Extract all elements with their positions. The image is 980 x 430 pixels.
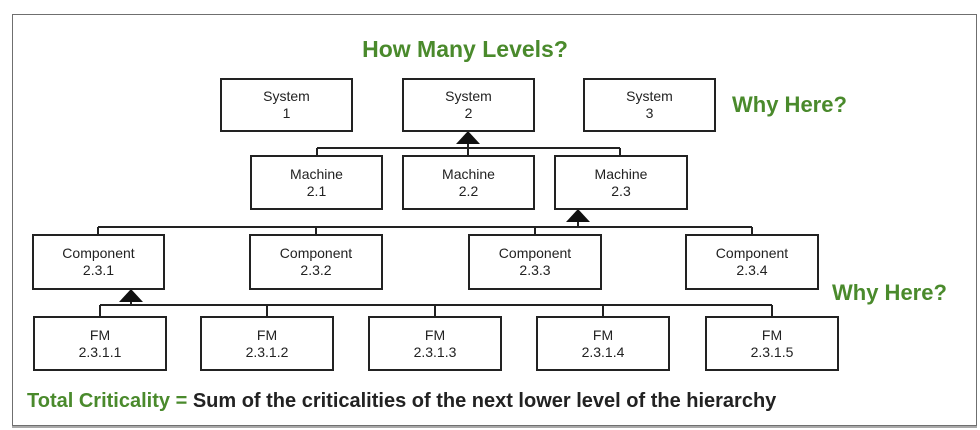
machine-id: 2.3 [611, 182, 631, 199]
total-criticality-term: Total Criticality [27, 390, 170, 412]
machine-label: Machine [290, 165, 343, 182]
component-box-2-3-1: Component 2.3.1 [32, 234, 165, 290]
failure-mode-label: FM [761, 326, 783, 343]
system-box-1: System 1 [220, 78, 353, 132]
component-id: 2.3.3 [519, 262, 551, 278]
system-id: 2 [464, 105, 473, 121]
parent-marker-component-2-3-1 [119, 289, 143, 302]
machine-box-2-2: Machine 2.2 [402, 155, 535, 210]
failure-mode-box-2-3-1-5: FM 2.3.1.5 [705, 316, 839, 371]
system-box-2: System 2 [402, 78, 535, 132]
failure-mode-label: FM [592, 326, 614, 343]
system-label: System [626, 88, 673, 104]
parent-marker-system-2 [456, 131, 480, 144]
diagram-frame [12, 14, 977, 426]
failure-mode-box-2-3-1-2: FM 2.3.1.2 [200, 316, 334, 371]
failure-mode-label: FM [424, 326, 446, 343]
system-label: System [445, 88, 492, 104]
component-id: 2.3.2 [300, 262, 332, 278]
component-box-2-3-3: Component 2.3.3 [468, 234, 602, 290]
component-label: Component [715, 245, 789, 261]
failure-mode-label: FM [256, 326, 278, 343]
failure-mode-label: FM [89, 326, 111, 343]
failure-mode-box-2-3-1-1: FM 2.3.1.1 [33, 316, 167, 371]
machine-id: 2.1 [306, 182, 327, 199]
bottom-rule [12, 426, 977, 428]
diagram-title: How Many Levels? [362, 36, 568, 62]
total-criticality-description: Sum of the criticalities of the next low… [192, 390, 777, 412]
failure-mode-id: 2.3.1.5 [750, 343, 794, 360]
parent-marker-machine-2-3 [566, 209, 590, 222]
equals-sign: = [175, 390, 188, 412]
machine-label: Machine [442, 165, 495, 182]
machine-box-2-3: Machine 2.3 [554, 155, 688, 210]
machine-box-2-1: Machine 2.1 [250, 155, 383, 210]
failure-mode-id: 2.3.1.4 [581, 343, 625, 360]
machine-label: Machine [594, 165, 648, 182]
why-here-system-label: Why Here? [732, 92, 847, 117]
component-label: Component [62, 245, 135, 261]
component-box-2-3-4: Component 2.3.4 [685, 234, 819, 290]
failure-mode-id: 2.3.1.1 [78, 343, 122, 360]
system-box-3: System 3 [583, 78, 716, 132]
component-label: Component [498, 245, 572, 261]
system-id: 1 [282, 105, 291, 121]
total-criticality-definition: Total Criticality = Sum of the criticali… [27, 390, 776, 413]
component-box-2-3-2: Component 2.3.2 [249, 234, 383, 290]
system-id: 3 [645, 105, 654, 121]
failure-mode-box-2-3-1-4: FM 2.3.1.4 [536, 316, 670, 371]
component-label: Component [279, 245, 353, 261]
component-id: 2.3.4 [736, 262, 768, 278]
failure-mode-box-2-3-1-3: FM 2.3.1.3 [368, 316, 502, 371]
why-here-component-label: Why Here? [832, 280, 947, 305]
failure-mode-id: 2.3.1.2 [245, 343, 289, 360]
failure-mode-id: 2.3.1.3 [413, 343, 457, 360]
component-id: 2.3.1 [82, 262, 115, 278]
machine-id: 2.2 [458, 182, 479, 199]
system-label: System [263, 88, 310, 104]
